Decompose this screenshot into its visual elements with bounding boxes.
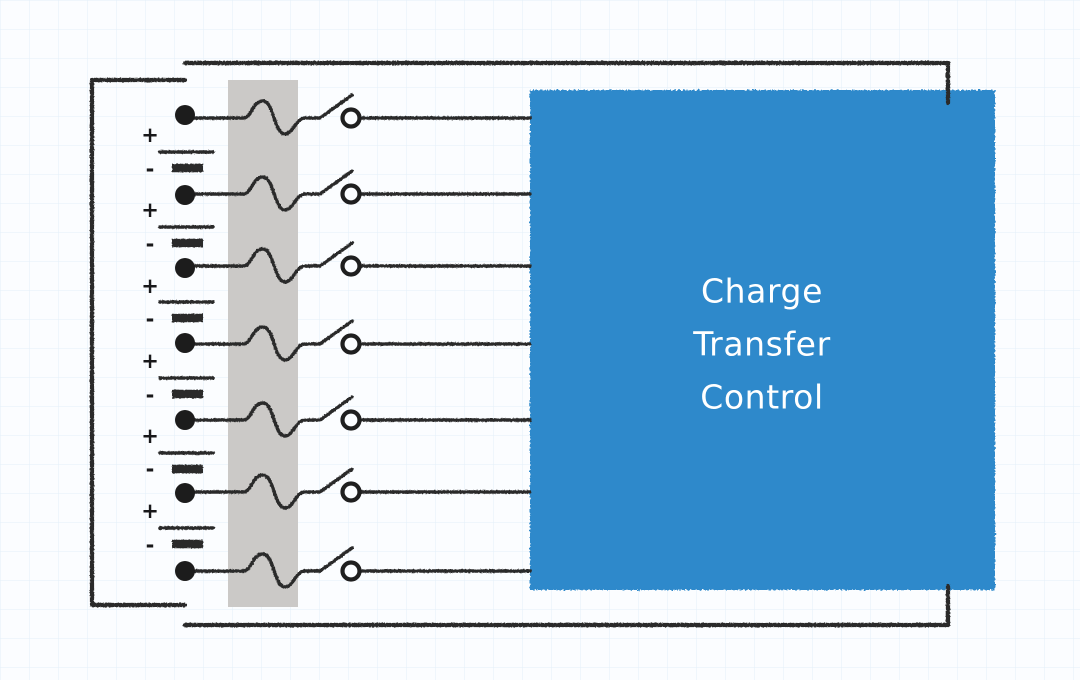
cell-tap-node-1 xyxy=(175,105,195,125)
polarity-label-plus-5: + xyxy=(141,424,159,448)
switch-terminal-5[interactable] xyxy=(340,409,362,431)
polarity-label-minus-4: - xyxy=(146,383,155,407)
switch-terminal-4[interactable] xyxy=(340,333,362,355)
main-bus-top xyxy=(182,60,951,106)
cell-tap-node-4 xyxy=(175,333,195,353)
battery-cell-stack xyxy=(158,150,215,549)
cell-tap-node-6 xyxy=(175,483,195,503)
cell-tap-node-5 xyxy=(175,410,195,430)
tap-branch-row-2 xyxy=(183,169,532,212)
polarity-label-minus-1: - xyxy=(146,157,155,181)
tap-branch-row-3 xyxy=(183,241,532,284)
tap-branch-row-5 xyxy=(183,395,532,438)
polarity-label-plus-3: + xyxy=(141,274,159,298)
tap-branch-row-7 xyxy=(183,546,532,589)
polarity-label-minus-5: - xyxy=(146,457,155,481)
polarity-label-plus-1: + xyxy=(141,123,159,147)
control-block-line-1: Charge xyxy=(701,272,823,311)
cell-tap-node-2 xyxy=(175,185,195,205)
polarity-label-minus-3: - xyxy=(146,307,155,331)
switch-terminal-7[interactable] xyxy=(340,560,362,582)
polarity-label-minus-6: - xyxy=(146,533,155,557)
control-block-line-3: Control xyxy=(700,378,824,417)
switch-terminal-1[interactable] xyxy=(340,107,362,129)
switch-terminal-2[interactable] xyxy=(340,183,362,205)
switch-terminal-6[interactable] xyxy=(340,481,362,503)
cell-tap-node-3 xyxy=(175,258,195,278)
polarity-label-plus-4: + xyxy=(141,349,159,373)
control-block-line-2: Transfer xyxy=(692,325,831,364)
charge-transfer-control-block[interactable] xyxy=(530,90,995,590)
polarity-label-plus-6: + xyxy=(141,499,159,523)
polarity-label-plus-2: + xyxy=(141,198,159,222)
tap-branch-row-4 xyxy=(183,319,532,362)
polarity-label-minus-2: - xyxy=(146,232,155,256)
outer-return-loop xyxy=(89,77,188,608)
tap-branch-row-6 xyxy=(183,467,532,510)
main-bus-bottom xyxy=(182,583,951,628)
tap-branch-row-1 xyxy=(183,93,532,136)
cell-tap-node-7 xyxy=(175,561,195,581)
switch-terminal-3[interactable] xyxy=(340,255,362,277)
